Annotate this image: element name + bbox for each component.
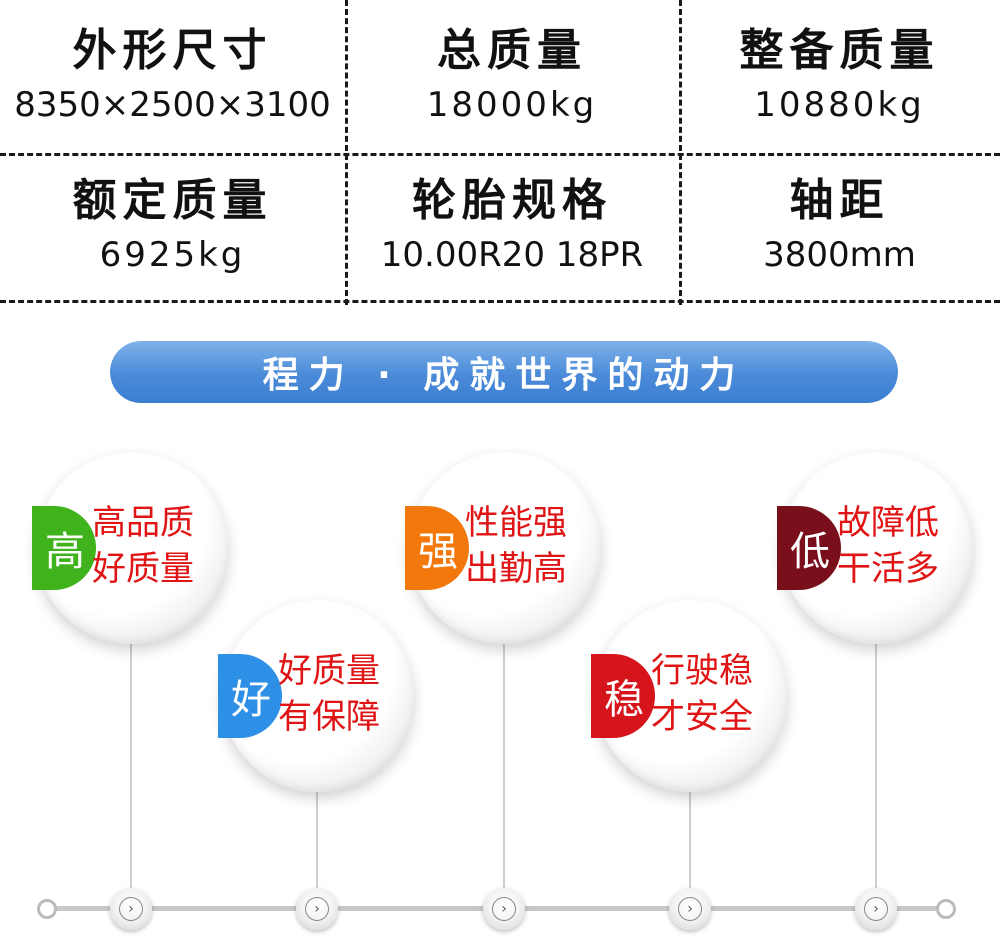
timeline-start-cap [37,899,57,919]
feature-line: 性能强 [465,503,567,543]
spec-label: 整备质量 [739,25,940,76]
slogan-banner: 程力 · 成就世界的动力 [110,341,898,403]
feature-line: 出勤高 [465,549,567,589]
feature-line: 高品质 [92,503,194,543]
spec-table: 外形尺寸 8350×2500×3100 总质量 18000kg 整备质量 108… [0,0,1000,305]
feature-line: 好质量 [278,651,380,691]
timeline-node-4[interactable]: › [669,888,711,930]
chevron-right-icon: › [305,897,329,921]
feature-text: 行驶稳 才安全 [651,648,753,740]
feature-line: 才安全 [651,697,753,737]
column-divider [679,0,682,305]
spec-cell-gross-weight: 总质量 18000kg [345,24,679,126]
spec-cell-wheelbase: 轴距 3800mm [679,174,1000,276]
connector-line [875,630,877,892]
timeline-node-3[interactable]: › [483,888,525,930]
feature-line: 行驶稳 [651,651,753,691]
spec-label: 额定质量 [72,175,273,226]
spec-value: 8350×2500×3100 [14,85,331,125]
feature-text: 性能强 出勤高 [465,500,567,592]
chevron-right-icon: › [864,897,888,921]
feature-performance: 强 性能强 出勤高 [405,452,601,644]
timeline-end-cap [936,899,956,919]
spec-label: 总质量 [437,25,587,76]
feature-text: 好质量 有保障 [278,648,380,740]
feature-text: 高品质 好质量 [92,500,194,592]
spec-label: 外形尺寸 [72,25,273,76]
feature-high-quality: 高 高品质 好质量 [32,452,228,644]
chevron-right-icon: › [119,897,143,921]
feature-low-failure: 低 故障低 干活多 [777,452,973,644]
spec-value: 10880kg [754,85,925,125]
spec-value: 3800mm [763,235,916,275]
badge-good-icon: 好 [218,654,282,738]
column-divider [345,0,348,305]
connector-line [130,630,132,892]
spec-cell-tire-size: 轮胎规格 10.00R20 18PR [345,174,679,276]
feature-line: 故障低 [837,503,939,543]
chevron-right-icon: › [492,897,516,921]
badge-strong-icon: 强 [405,506,469,590]
badge-low-icon: 低 [777,506,841,590]
badge-high-icon: 高 [32,506,96,590]
spec-value: 18000kg [426,85,598,125]
row-divider [0,153,1000,156]
connector-line [689,778,691,892]
spec-value: 6925kg [99,235,246,275]
badge-stable-icon: 稳 [591,654,655,738]
spec-label: 轴距 [789,175,890,226]
spec-cell-rated-load: 额定质量 6925kg [0,174,345,276]
feature-text: 故障低 干活多 [837,500,939,592]
spec-label: 轮胎规格 [412,175,612,226]
row-divider [0,300,1000,303]
timeline-node-5[interactable]: › [855,888,897,930]
feature-guaranteed: 好 好质量 有保障 [218,600,414,792]
timeline-node-1[interactable]: › [110,888,152,930]
spec-cell-dimensions: 外形尺寸 8350×2500×3100 [0,24,345,126]
timeline-node-2[interactable]: › [296,888,338,930]
spec-cell-curb-weight: 整备质量 10880kg [679,24,1000,126]
feature-stability: 稳 行驶稳 才安全 [591,600,787,792]
connector-line [503,632,505,892]
feature-line: 有保障 [278,697,380,737]
spec-value: 10.00R20 18PR [380,235,644,275]
chevron-right-icon: › [678,897,702,921]
feature-line: 好质量 [92,549,194,589]
connector-line [316,780,318,892]
feature-line: 干活多 [837,549,939,589]
